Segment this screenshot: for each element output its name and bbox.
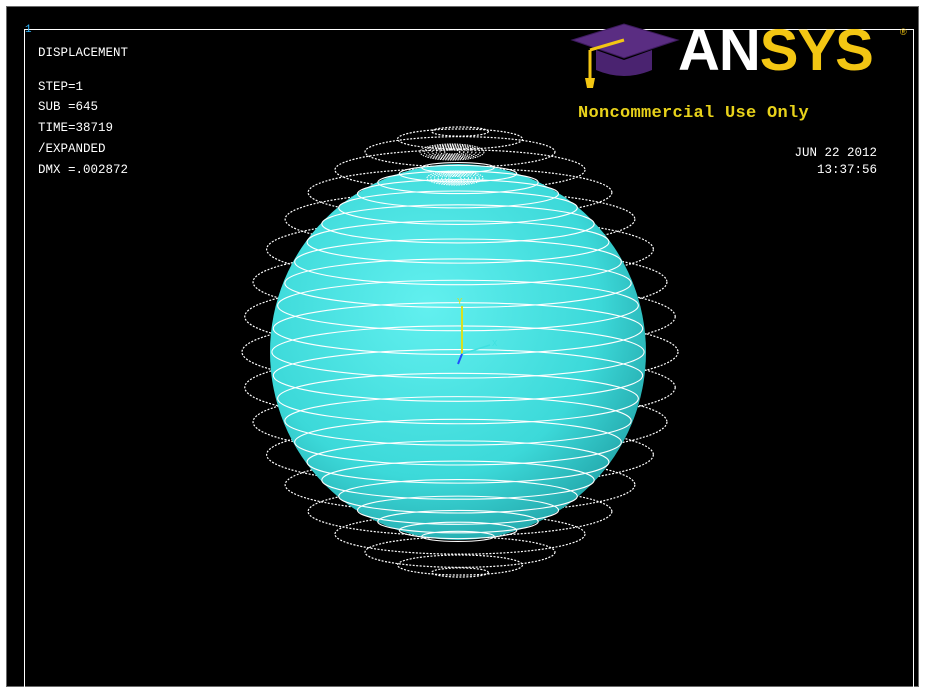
result-label: DISPLACEMENT xyxy=(38,46,129,60)
undeformed-ring xyxy=(396,554,524,576)
sphere-latitude-line xyxy=(356,495,560,525)
undeformed-ring xyxy=(307,167,613,218)
triad-x-label: X xyxy=(492,339,498,349)
sphere-latitude-line xyxy=(398,521,518,540)
sphere-latitude-line xyxy=(377,509,539,534)
triad-y-label: Y xyxy=(457,297,463,307)
viewport-border xyxy=(24,29,914,691)
sphere-latitude-line xyxy=(306,440,610,484)
step-label: STEP=1 xyxy=(38,80,84,94)
sphere-latitude-line xyxy=(338,190,578,225)
sphere-latitude-line xyxy=(294,238,622,286)
undeformed-ring xyxy=(307,486,613,537)
graduation-cap-icon xyxy=(570,23,680,88)
sphere-latitude-line xyxy=(321,460,595,500)
window-number: 1 xyxy=(25,24,32,36)
sphere-latitude-line xyxy=(272,349,644,402)
pole-ring-lower xyxy=(437,173,473,183)
undeformed-ring xyxy=(430,126,490,137)
pole-contour-clusters xyxy=(419,143,485,186)
sphere-latitude-line xyxy=(321,204,595,244)
sphere-latitude-line xyxy=(294,418,622,466)
undeformed-ring xyxy=(244,352,676,423)
pole-ring-upper xyxy=(423,144,481,160)
sphere-latitude-line xyxy=(421,530,495,543)
sphere-latitude-line xyxy=(284,258,632,308)
pole-ring-lower xyxy=(444,175,466,181)
deformed-latitude-lines xyxy=(271,161,645,543)
substep-label: SUB =645 xyxy=(38,100,99,114)
sphere-latitude-line xyxy=(277,279,639,332)
plot-time: 13:37:56 xyxy=(816,163,877,177)
deformed-sphere[interactable] xyxy=(270,164,646,540)
sphere-latitude-line xyxy=(306,220,610,264)
undeformed-ring xyxy=(334,513,586,555)
undeformed-ring xyxy=(334,149,586,191)
noncommercial-notice: Noncommercial Use Only xyxy=(578,104,810,123)
time-label: TIME=38719 xyxy=(38,121,114,135)
sphere-latitude-line xyxy=(272,302,644,355)
coordinate-triad: Y X xyxy=(457,297,498,365)
registered-mark: ® xyxy=(900,27,907,37)
plot-date: JUN 22 2012 xyxy=(794,146,877,160)
pole-ring-upper xyxy=(435,147,469,157)
triad-x-axis xyxy=(461,344,491,355)
sphere-latitude-line xyxy=(338,479,578,514)
ansys-logo-text: ANSYS xyxy=(678,18,874,83)
undeformed-ring xyxy=(396,128,524,150)
pole-ring-upper xyxy=(427,145,477,159)
undeformed-ring xyxy=(430,567,490,578)
pole-ring-lower xyxy=(430,171,480,185)
sphere-latitude-line xyxy=(284,396,632,446)
pole-ring-upper xyxy=(431,146,473,158)
sphere-latitude-line xyxy=(271,325,645,379)
pole-ring-lower xyxy=(426,170,484,186)
triad-z-axis xyxy=(457,353,463,365)
pole-ring-upper xyxy=(439,148,465,156)
pole-ring-upper xyxy=(419,143,485,161)
pole-ring-lower xyxy=(440,174,470,182)
mode-label: /EXPANDED xyxy=(38,142,106,156)
sphere-latitude-line xyxy=(277,372,639,425)
pole-ring-upper xyxy=(443,149,461,155)
dmx-label: DMX =.002872 xyxy=(38,163,129,177)
pole-ring-lower xyxy=(448,175,462,181)
undeformed-ring xyxy=(244,281,676,352)
pole-ring-lower xyxy=(433,172,477,184)
